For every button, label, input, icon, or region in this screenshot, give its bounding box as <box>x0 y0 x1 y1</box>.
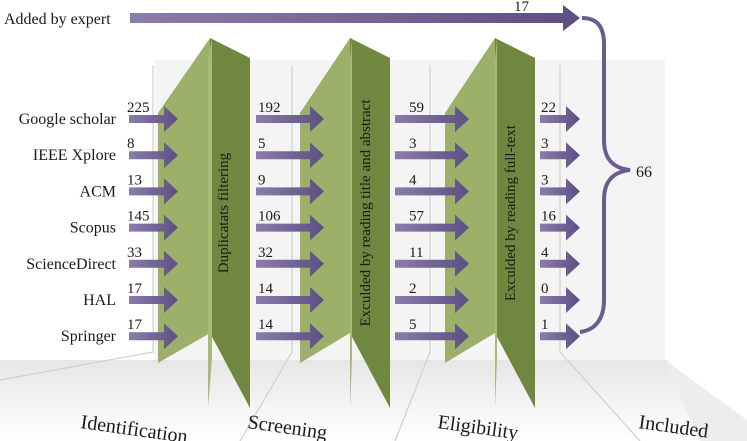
lane-dividers <box>0 65 641 441</box>
stage-count: 59 <box>409 100 424 116</box>
flow-arrow <box>395 106 469 132</box>
expert-count: 17 <box>514 0 530 15</box>
flow-arrow <box>256 214 324 241</box>
filter-label: Exculded by reading title and abstract <box>358 99 374 327</box>
stage-count: 13 <box>127 172 142 188</box>
wall-side <box>350 38 390 408</box>
flow-arrow <box>129 142 178 169</box>
stage-count: 14 <box>258 317 274 333</box>
stage-count: 22 <box>541 100 556 116</box>
total-brace: 66 <box>579 16 652 334</box>
wall-side <box>495 38 535 408</box>
flow-arrow <box>540 178 580 205</box>
stage-count: 3 <box>409 136 417 152</box>
flow-arrow <box>395 178 469 205</box>
flow-arrow <box>395 250 469 277</box>
flow-arrow <box>395 214 469 241</box>
source-label: HAL <box>83 292 116 309</box>
floor-plane <box>0 360 747 441</box>
stage-count: 17 <box>127 317 143 333</box>
stage-count: 3 <box>541 172 549 188</box>
wall-side <box>210 38 250 408</box>
stage-count: 225 <box>127 100 150 116</box>
flow-arrow <box>540 142 580 169</box>
flow-arrow <box>256 178 324 205</box>
flow-arrow <box>256 323 324 350</box>
stage-count: 5 <box>409 317 417 333</box>
flow-arrow <box>540 214 580 241</box>
stage-count: 8 <box>127 136 135 152</box>
filter-label: Exculded by reading full-text <box>503 124 519 301</box>
source-label: Springer <box>61 328 117 345</box>
stage-count: 4 <box>409 172 417 188</box>
source-label: Google scholar <box>19 111 117 128</box>
lane-divider <box>239 65 293 441</box>
stage-count: 2 <box>409 281 417 297</box>
flow-arrow <box>129 178 178 205</box>
flow-arrow <box>540 250 580 277</box>
flow-arrow <box>395 142 469 169</box>
flow-arrow <box>129 106 178 132</box>
flow-arrow <box>540 287 580 313</box>
lane-divider <box>559 65 641 441</box>
flow-arrow <box>540 106 580 132</box>
stage-count: 14 <box>258 281 274 297</box>
lane-divider <box>0 65 154 381</box>
stage-count: 3 <box>541 136 549 152</box>
stage-count: 106 <box>258 209 281 225</box>
source-label: IEEE Xplore <box>33 147 116 164</box>
flow-arrow <box>129 214 178 241</box>
expert-row: Added by expert 17 <box>4 0 580 31</box>
stage-count: 17 <box>127 281 143 297</box>
stage-count: 4 <box>541 245 549 261</box>
lane-divider <box>394 65 431 441</box>
brace-path <box>579 16 631 334</box>
stage-count: 57 <box>409 209 425 225</box>
flow-arrow <box>256 142 324 169</box>
stage-count: 11 <box>409 245 423 261</box>
source-label: Scopus <box>70 220 116 237</box>
flow-arrow <box>129 287 178 313</box>
flow-arrow <box>256 287 324 313</box>
flow-arrow <box>395 323 469 350</box>
filter-label: Duplicatats filtering <box>216 152 232 273</box>
stage-count: 0 <box>541 281 549 297</box>
stage-count: 145 <box>127 209 150 225</box>
wall-front <box>350 38 352 408</box>
right-floor-slope <box>665 360 747 441</box>
stage-count: 5 <box>258 136 266 152</box>
source-label: ScienceDirect <box>26 256 116 273</box>
flow-arrow <box>540 323 580 350</box>
stage-count: 1 <box>541 317 549 333</box>
wall-front <box>208 38 212 408</box>
stage-count: 33 <box>127 245 142 261</box>
expert-arrow <box>130 5 580 31</box>
expert-label: Added by expert <box>4 11 111 28</box>
stage-count: 32 <box>258 245 273 261</box>
total-count: 66 <box>636 164 652 181</box>
stage-count: 9 <box>258 172 266 188</box>
flow-arrow <box>256 106 324 132</box>
flow-arrow <box>129 250 178 277</box>
source-label: ACM <box>80 183 116 200</box>
flow-arrow <box>395 287 469 313</box>
flow-arrows <box>129 106 580 350</box>
flow-arrow <box>129 323 178 350</box>
stage-count: 192 <box>258 100 281 116</box>
stage-count: 16 <box>541 209 557 225</box>
flow-arrow <box>256 250 324 277</box>
wall-front <box>495 38 497 408</box>
